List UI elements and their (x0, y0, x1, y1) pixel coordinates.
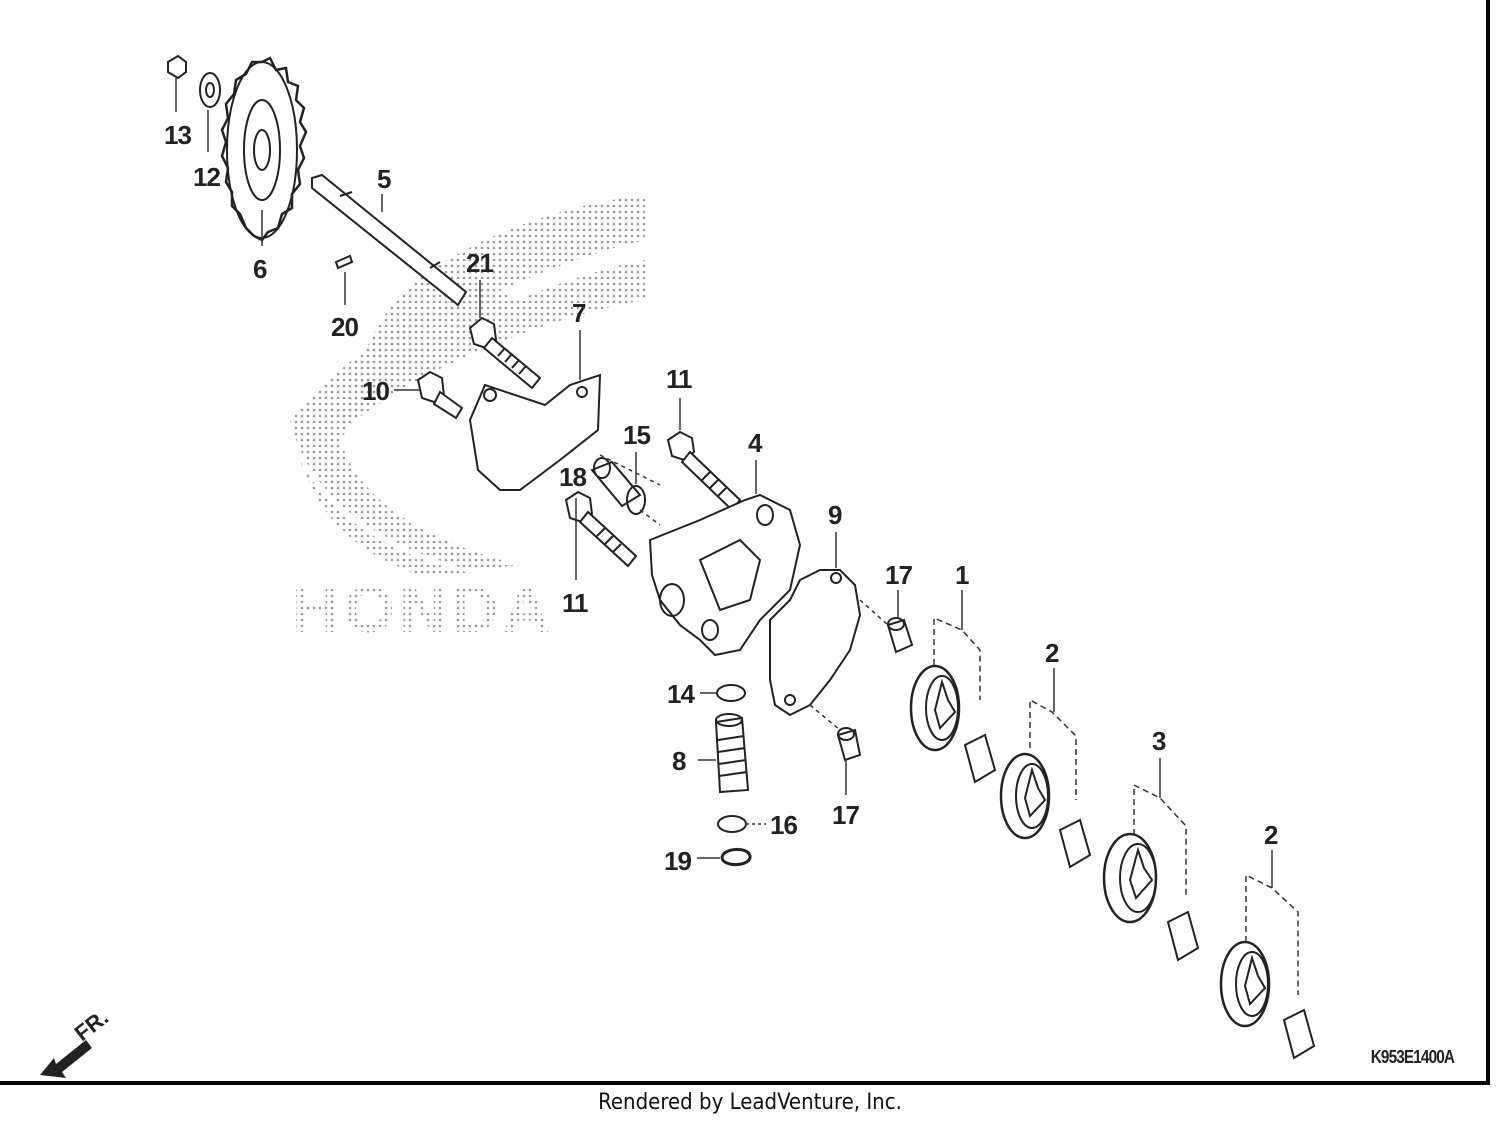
callout-11-lower: 11 (562, 588, 588, 618)
callout-12: 12 (193, 162, 220, 192)
rotor-set-1-part (909, 664, 997, 784)
washer-16-part (717, 815, 747, 833)
footer-credit: Rendered by LeadVenture, Inc. (598, 1090, 902, 1115)
callout-labels: 13 12 6 5 20 21 7 10 11 15 4 18 11 9 17 … (164, 120, 1279, 876)
leader-lines (175, 78, 1299, 995)
rotor-set-2a-part (999, 752, 1092, 869)
callout-1: 1 (955, 560, 969, 590)
callout-16: 16 (770, 810, 797, 840)
drive-gear-part (220, 56, 308, 242)
honda-wing-watermark (290, 195, 645, 575)
pump-shaft-part (311, 173, 468, 307)
bolt-21-part (468, 316, 542, 390)
diagram-frame (0, 0, 1490, 1085)
callout-2-upper: 2 (1045, 638, 1059, 668)
callout-19: 19 (664, 846, 691, 876)
callout-18: 18 (559, 462, 586, 492)
dowel-17-upper-part (886, 617, 914, 654)
pump-body-part (648, 493, 802, 657)
callout-21: 21 (466, 248, 493, 278)
dowel-pin-part (334, 254, 354, 270)
callout-7: 7 (572, 298, 586, 328)
front-direction-label: FR. (70, 1004, 113, 1046)
callout-9: 9 (828, 500, 842, 530)
bolt-11-upper-part (666, 430, 742, 512)
washer-part (199, 72, 221, 108)
collar-18-part (590, 457, 642, 508)
callout-3: 3 (1152, 726, 1166, 756)
bolt-10-part (416, 370, 464, 420)
callout-15: 15 (623, 420, 650, 450)
rotor-set-3-part (1102, 832, 1200, 962)
nut-part (167, 54, 187, 80)
callout-8: 8 (672, 746, 686, 776)
callout-5: 5 (377, 164, 391, 194)
callout-10: 10 (362, 376, 389, 406)
gasket-part (769, 569, 862, 717)
callout-14: 14 (667, 679, 695, 709)
relief-valve-part (714, 713, 750, 794)
strainer-plate-part (468, 373, 602, 491)
bolt-11-lower-part (564, 490, 638, 568)
callout-2-lower: 2 (1264, 820, 1278, 850)
front-direction-arrow-icon: FR. (40, 1004, 113, 1078)
callout-13: 13 (164, 120, 191, 150)
o-ring-15-part (626, 485, 646, 515)
honda-watermark-text: HONDA (292, 572, 554, 646)
callout-6: 6 (253, 254, 267, 284)
callout-17-lower: 17 (832, 800, 859, 830)
snap-ring-part (720, 848, 752, 866)
callout-20: 20 (331, 312, 358, 342)
dowel-17-lower-part (836, 727, 862, 762)
callout-4: 4 (748, 428, 763, 458)
rotor-set-2b-part (1219, 940, 1316, 1060)
callout-17-upper: 17 (885, 560, 912, 590)
callout-11-upper: 11 (666, 364, 692, 394)
drawing-code: K953E1400A (1370, 1047, 1455, 1067)
washer-14-part (716, 684, 746, 702)
